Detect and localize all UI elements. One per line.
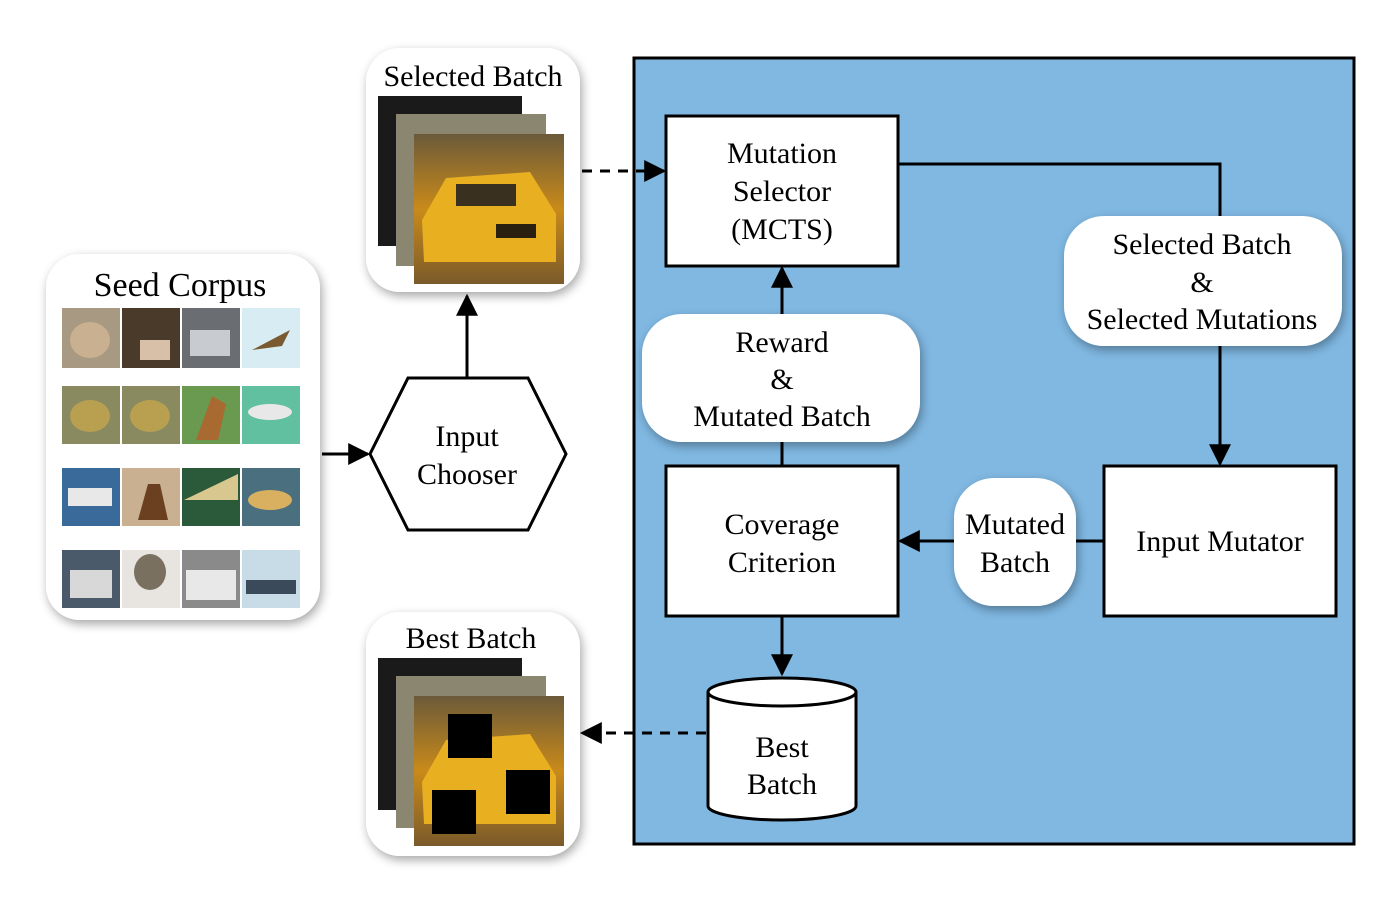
input-chooser-line1: Input	[435, 420, 499, 453]
coverage-criterion-line2: Criterion	[728, 546, 836, 579]
best-batch-store-line2: Batch	[747, 768, 817, 801]
occlusion-patch-3	[432, 790, 476, 834]
reward-flow-label: Reward & Mutated Batch	[642, 314, 920, 442]
selected-batch-card: Selected Batch	[366, 48, 580, 292]
best-batch-title: Best Batch	[406, 622, 537, 655]
seed-corpus-card: Seed Corpus	[46, 254, 320, 620]
input-mutator-node: Input Mutator	[1102, 464, 1338, 618]
selected-flow-line1: Selected Batch	[1112, 228, 1291, 261]
mutated-flow-line2: Batch	[980, 546, 1050, 579]
coverage-criterion-node: Coverage Criterion	[664, 464, 900, 618]
input-mutator-label: Input Mutator	[1136, 525, 1303, 558]
best-batch-card: Best Batch	[366, 612, 580, 856]
edge-selector-to-mutator	[898, 162, 1231, 467]
reward-flow-line1: Reward	[735, 326, 828, 359]
mutated-flow-label: Mutated Batch	[954, 478, 1076, 606]
seed-image-grid	[62, 308, 300, 608]
input-chooser-node: Input Chooser	[368, 376, 568, 532]
best-batch-store: Best Batch	[706, 676, 858, 822]
selected-batch-images	[378, 96, 564, 284]
selected-flow-line3: Selected Mutations	[1087, 303, 1318, 336]
selected-flow-label: Selected Batch & Selected Mutations	[1064, 216, 1342, 346]
reward-flow-line3: Mutated Batch	[693, 400, 870, 433]
mutation-selector-line1: Mutation	[727, 137, 837, 170]
best-batch-images	[378, 658, 564, 846]
seed-corpus-title: Seed Corpus	[94, 267, 267, 304]
coverage-criterion-line1: Coverage	[725, 508, 840, 541]
occlusion-patch-2	[506, 770, 550, 814]
occlusion-patch-1	[448, 714, 492, 758]
mutated-flow-line1: Mutated	[965, 508, 1065, 541]
seed-image-cargo-ship	[242, 550, 300, 608]
seed-image-plane	[242, 308, 300, 368]
reward-flow-line2: &	[770, 363, 793, 396]
mutation-selector-line3: (MCTS)	[731, 213, 833, 246]
mutation-selector-line2: Selector	[733, 175, 831, 208]
selected-batch-title: Selected Batch	[383, 60, 562, 93]
input-chooser-line2: Chooser	[417, 458, 517, 491]
selected-flow-line2: &	[1190, 266, 1213, 299]
mutation-selector-node: Mutation Selector (MCTS)	[664, 114, 900, 268]
best-batch-store-line1: Best	[755, 731, 809, 764]
